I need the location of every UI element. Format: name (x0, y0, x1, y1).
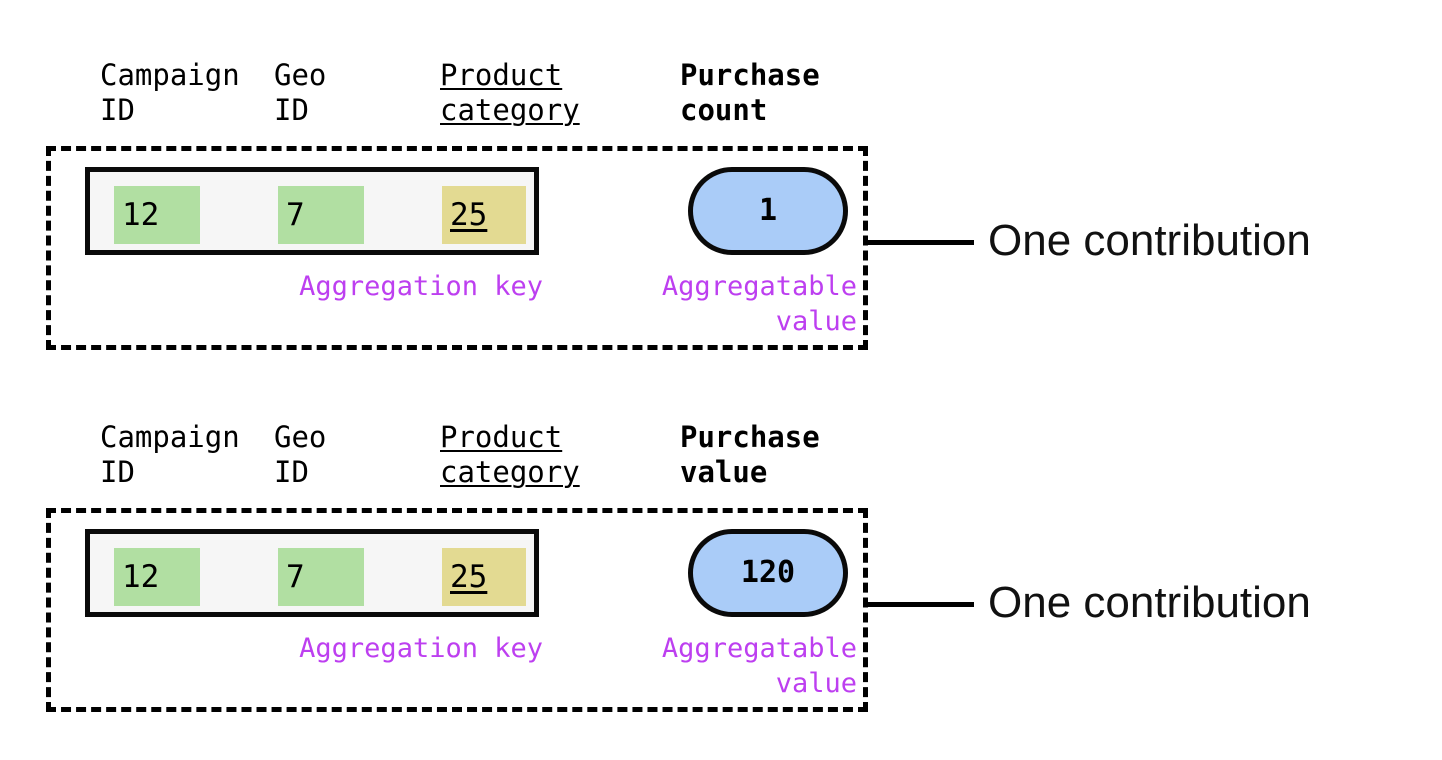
aggregation-key-box-2: 12 7 25 (85, 529, 539, 617)
column-header-purchase-value: Purchase value (680, 420, 820, 489)
aggregatable-value-text: 120 (740, 555, 796, 590)
key-cell-geo-id-2: 7 (278, 548, 364, 606)
key-cell-campaign-id-1: 12 (114, 186, 200, 244)
column-header-campaign-id: Campaign ID (100, 420, 240, 489)
aggregatable-value-oval-1: 1 (688, 167, 848, 255)
key-cell-value: 7 (286, 196, 305, 233)
aggregatable-value-caption-1: Aggregatable value (661, 271, 857, 337)
contribution-outline-2: 12 7 25 120 Aggregation key Aggregatable… (46, 508, 868, 712)
column-header-product-category: Product category (440, 420, 580, 489)
key-cell-value: 12 (122, 558, 160, 595)
key-cell-value: 7 (286, 558, 305, 595)
aggregation-key-caption-2: Aggregation key (299, 633, 543, 664)
annotation-label-1: One contribution (988, 216, 1311, 265)
column-header-product-category: Product category (440, 58, 580, 127)
key-cell-product-category-2: 25 (442, 548, 526, 606)
annotation-connector-line-1 (866, 240, 974, 245)
key-cell-value: 12 (122, 196, 160, 233)
annotation-connector-line-2 (866, 602, 974, 607)
key-cell-product-category-1: 25 (442, 186, 526, 244)
column-header-campaign-id: Campaign ID (100, 58, 240, 127)
annotation-label-2: One contribution (988, 578, 1311, 627)
aggregatable-value-text: 1 (758, 193, 778, 228)
aggregation-key-caption-1: Aggregation key (299, 271, 543, 302)
key-cell-campaign-id-2: 12 (114, 548, 200, 606)
aggregation-key-box-1: 12 7 25 (85, 167, 539, 255)
column-header-purchase-count: Purchase count (680, 58, 820, 127)
aggregatable-value-oval-2: 120 (688, 529, 848, 617)
column-header-geo-id: Geo ID (274, 58, 327, 127)
column-header-geo-id: Geo ID (274, 420, 327, 489)
aggregatable-value-caption-2: Aggregatable value (661, 633, 857, 699)
key-cell-value: 25 (450, 558, 488, 595)
key-cell-geo-id-1: 7 (278, 186, 364, 244)
contribution-outline-1: 12 7 25 1 Aggregation key Aggregatable v… (46, 146, 868, 350)
key-cell-value: 25 (450, 196, 488, 233)
